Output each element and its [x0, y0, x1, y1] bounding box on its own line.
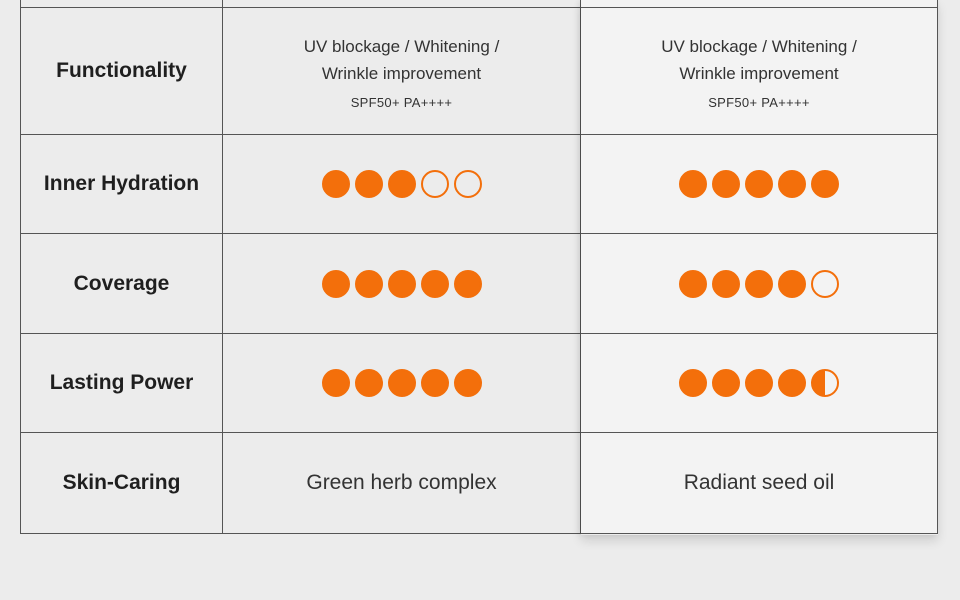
functionality-label-cell: Functionality: [20, 8, 223, 135]
rating-dot-full: [778, 369, 806, 397]
inner-hydration-label: Inner Hydration: [43, 172, 200, 195]
rating-dots: [679, 170, 839, 198]
skin-caring-product-2-cell: Radiant seed oil: [581, 433, 938, 534]
skin-caring-label: Skin-Caring: [62, 471, 181, 494]
rating-dot-full: [420, 369, 449, 397]
functionality-line-2: Wrinkle improvement: [321, 63, 482, 83]
rating-dots: [321, 369, 482, 397]
top-sliver-cell: [20, 0, 223, 8]
functionality-product-1-cell: UV blockage / Whitening / Wrinkle improv…: [223, 8, 581, 135]
rating-dot-empty: [453, 170, 482, 198]
functionality-line-1: UV blockage / Whitening /: [303, 36, 500, 56]
rating-dot-full: [453, 269, 482, 298]
inner-hydration-product-2-cell: [581, 135, 938, 234]
inner-hydration-product-1-cell: [223, 135, 581, 234]
functionality-description: UV blockage / Whitening / Wrinkle improv…: [661, 33, 857, 87]
rating-dot-full: [745, 269, 773, 298]
coverage-label: Coverage: [73, 271, 170, 295]
coverage-label-cell: Coverage: [20, 234, 223, 334]
rating-dots: [321, 269, 482, 298]
rating-dot-full: [354, 170, 383, 198]
inner-hydration-label-cell: Inner Hydration: [20, 135, 223, 234]
rating-dot-full: [679, 369, 707, 397]
rating-dot-full: [778, 269, 806, 298]
rating-dot-full: [387, 369, 416, 397]
rating-dot-full: [387, 269, 416, 298]
rating-dot-full: [354, 269, 383, 298]
lasting-power-product-1-cell: [223, 334, 581, 433]
rating-dots: [679, 269, 839, 298]
rating-dots: [321, 170, 482, 198]
functionality-line-2: Wrinkle improvement: [679, 63, 839, 83]
rating-dot-full: [321, 170, 350, 198]
rating-dot-full: [712, 170, 740, 198]
rating-dot-full: [453, 369, 482, 397]
spf-rating: SPF50+ PA++++: [350, 94, 453, 110]
top-sliver-cell: [223, 0, 581, 8]
rating-dot-full: [387, 170, 416, 198]
functionality-product-2-cell: UV blockage / Whitening / Wrinkle improv…: [581, 8, 938, 135]
functionality-label: Functionality: [56, 59, 187, 82]
skin-caring-ingredient: Radiant seed oil: [683, 471, 835, 494]
top-sliver-cell: [581, 0, 938, 8]
skin-caring-product-1-cell: Green herb complex: [223, 433, 581, 534]
coverage-product-2-cell: [581, 234, 938, 334]
rating-dot-full: [420, 269, 449, 298]
rating-dot-full: [745, 170, 773, 198]
spf-rating: SPF50+ PA++++: [708, 94, 810, 110]
rating-dots: [679, 369, 839, 397]
lasting-power-label: Lasting Power: [49, 371, 194, 394]
rating-dot-full: [679, 269, 707, 298]
lasting-power-label-cell: Lasting Power: [20, 334, 223, 433]
rating-dot-half: [811, 369, 839, 397]
rating-dot-full: [745, 369, 773, 397]
lasting-power-product-2-cell: [581, 334, 938, 433]
functionality-line-1: UV blockage / Whitening /: [661, 36, 857, 56]
rating-dot-empty: [811, 269, 839, 298]
comparison-table: Functionality UV blockage / Whitening / …: [20, 0, 938, 535]
skin-caring-label-cell: Skin-Caring: [20, 433, 223, 534]
rating-dot-full: [811, 170, 839, 198]
rating-dot-full: [354, 369, 383, 397]
rating-dot-full: [321, 269, 350, 298]
rating-dot-full: [712, 269, 740, 298]
rating-dot-full: [321, 369, 350, 397]
rating-dot-full: [778, 170, 806, 198]
skin-caring-ingredient: Green herb complex: [306, 471, 497, 494]
rating-dot-full: [712, 369, 740, 397]
rating-dot-empty: [420, 170, 449, 198]
rating-dot-full: [679, 170, 707, 198]
coverage-product-1-cell: [223, 234, 581, 334]
functionality-description: UV blockage / Whitening / Wrinkle improv…: [304, 33, 500, 87]
